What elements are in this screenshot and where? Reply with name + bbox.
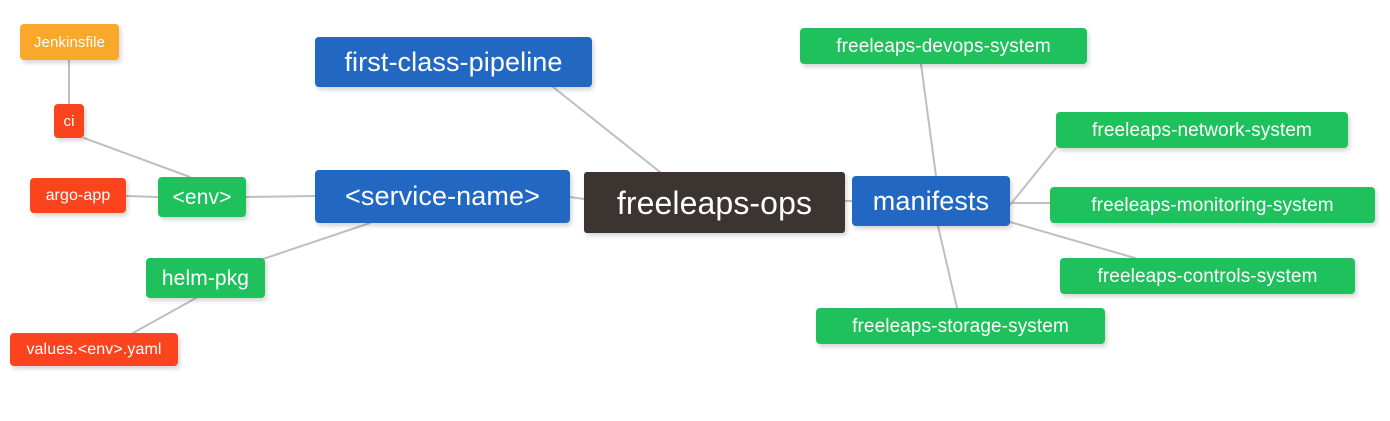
mindmap-node-jenkinsfile[interactable]: Jenkinsfile [20, 24, 119, 60]
mindmap-node-freeleaps-ops[interactable]: freeleaps-ops [584, 172, 845, 233]
mindmap-node-service-name[interactable]: <service-name> [315, 170, 570, 223]
mindmap-node-freeleaps-controls-system[interactable]: freeleaps-controls-system [1060, 258, 1355, 294]
mindmap-node-values-yaml[interactable]: values.<env>.yaml [10, 333, 178, 366]
mindmap-node-ci[interactable]: ci [54, 104, 84, 138]
mindmap-node-argo-app[interactable]: argo-app [30, 178, 126, 213]
mindmap-node-helm-pkg[interactable]: helm-pkg [146, 258, 265, 298]
mindmap-node-freeleaps-monitoring-system[interactable]: freeleaps-monitoring-system [1050, 187, 1375, 223]
mindmap-node-env[interactable]: <env> [158, 177, 246, 217]
mindmap-node-first-class-pipeline[interactable]: first-class-pipeline [315, 37, 592, 87]
mindmap-node-manifests[interactable]: manifests [852, 176, 1010, 226]
mindmap-node-freeleaps-network-system[interactable]: freeleaps-network-system [1056, 112, 1348, 148]
mindmap-node-freeleaps-storage-system[interactable]: freeleaps-storage-system [816, 308, 1105, 344]
mindmap-node-freeleaps-devops-system[interactable]: freeleaps-devops-system [800, 28, 1087, 64]
